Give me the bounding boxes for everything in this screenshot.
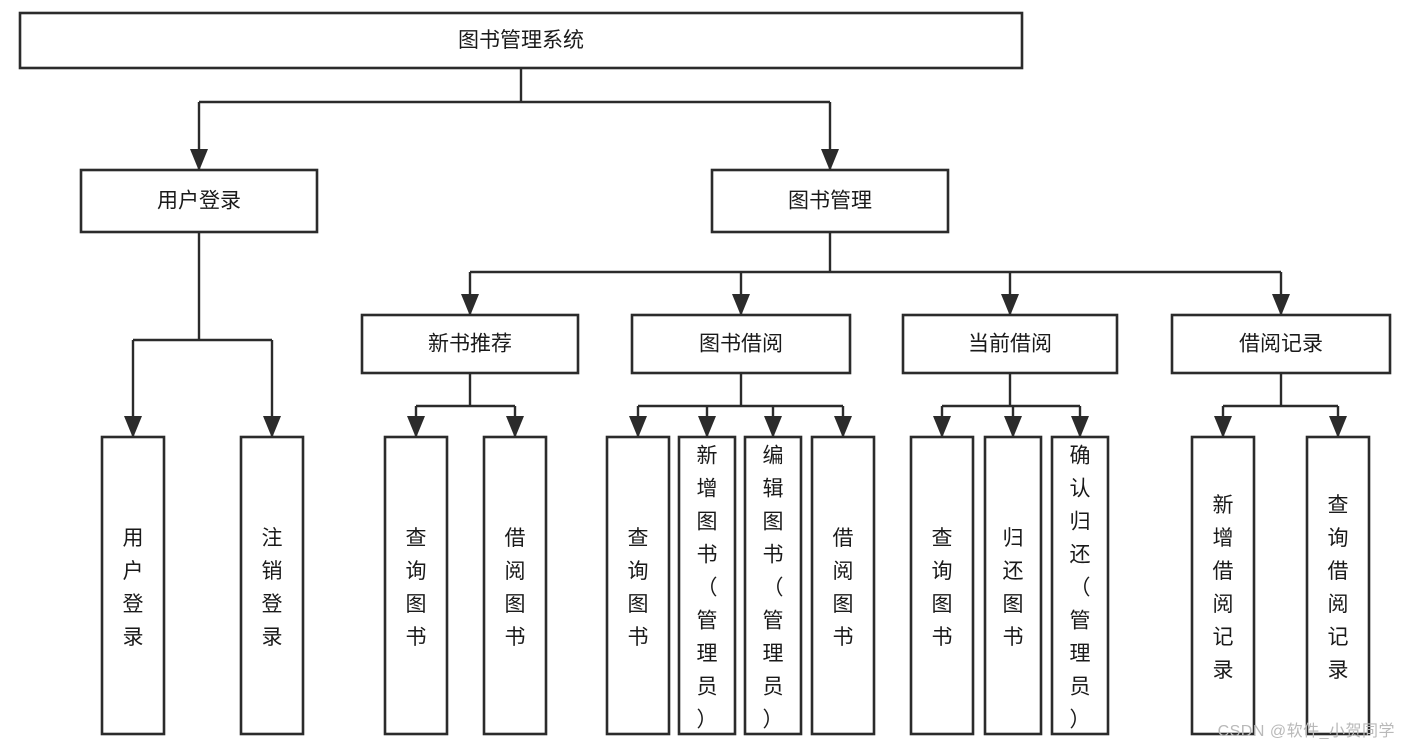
connector-lines [124, 68, 1347, 438]
leaf-node-8[interactable]: 借阅图书 [810, 435, 876, 736]
leaf-node-label: 用户登录 [123, 527, 144, 649]
level2-node-box[interactable] [710, 168, 950, 234]
leaf-node-box[interactable] [810, 435, 876, 736]
leaf-node-box[interactable] [909, 435, 975, 736]
arrow-head-icon [407, 416, 425, 438]
leaf-node-11[interactable]: 确认归还（管理员） [1050, 435, 1110, 736]
level3-node-label: 新书推荐 [428, 333, 512, 356]
leaf-node-9[interactable]: 查询图书 [909, 435, 975, 736]
level3-node-box[interactable] [360, 313, 580, 375]
leaf-node-box[interactable] [1305, 435, 1371, 736]
level3-node-box[interactable] [1170, 313, 1392, 375]
arrow-head-icon [1214, 416, 1232, 438]
leaf-node-label: 归还图书 [1003, 527, 1024, 649]
arrow-head-icon [764, 416, 782, 438]
leaf-node-box[interactable] [239, 435, 305, 736]
arrow-head-icon [1004, 416, 1022, 438]
root-node-box[interactable] [18, 11, 1024, 70]
leaf-node-label: 确认归还（管理员） [1070, 445, 1091, 732]
level3-node-label: 借阅记录 [1239, 333, 1323, 356]
leaf-node-label: 新增借阅记录 [1213, 494, 1234, 682]
arrow-head-icon [1272, 294, 1290, 316]
level2-node-label: 用户登录 [157, 190, 241, 213]
leaf-node-label: 查询图书 [932, 527, 953, 649]
root-node-label: 图书管理系统 [458, 29, 584, 52]
leaf-node-box[interactable] [1190, 435, 1256, 736]
leaf-node-box[interactable] [743, 435, 803, 736]
arrow-head-icon [1329, 416, 1347, 438]
arrow-head-icon [933, 416, 951, 438]
level3-node-2[interactable]: 图书借阅 [630, 313, 852, 375]
leaf-node-label: 新增图书（管理员） [697, 445, 718, 732]
leaf-node-box[interactable] [983, 435, 1043, 736]
arrow-head-icon [461, 294, 479, 316]
leaf-node-7[interactable]: 编辑图书（管理员） [743, 435, 803, 736]
leaf-node-box[interactable] [677, 435, 737, 736]
arrow-head-icon [629, 416, 647, 438]
level3-node-4[interactable]: 借阅记录 [1170, 313, 1392, 375]
level3-node-box[interactable] [901, 313, 1119, 375]
level2-node-2[interactable]: 图书管理 [710, 168, 950, 234]
leaf-node-label: 注销登录 [262, 527, 283, 649]
arrow-head-icon [124, 416, 142, 438]
leaf-node-box[interactable] [383, 435, 449, 736]
arrow-head-icon [263, 416, 281, 438]
level2-node-box[interactable] [79, 168, 319, 234]
level3-node-1[interactable]: 新书推荐 [360, 313, 580, 375]
leaf-node-box[interactable] [100, 435, 166, 736]
leaf-node-3[interactable]: 查询图书 [383, 435, 449, 736]
diagram-nodes: 图书管理系统用户登录图书管理新书推荐图书借阅当前借阅借阅记录用户登录注销登录查询… [18, 11, 1392, 736]
leaf-node-box[interactable] [1050, 435, 1110, 736]
leaf-node-4[interactable]: 借阅图书 [482, 435, 548, 736]
leaf-node-5[interactable]: 查询图书 [605, 435, 671, 736]
leaf-node-label: 借阅图书 [505, 527, 526, 649]
leaf-node-box[interactable] [605, 435, 671, 736]
leaf-node-12[interactable]: 新增借阅记录 [1190, 435, 1256, 736]
arrow-head-icon [732, 294, 750, 316]
leaf-node-label: 查询图书 [628, 527, 649, 649]
watermark-text: CSDN @软件_小贺同学 [1217, 723, 1395, 740]
arrow-head-icon [1071, 416, 1089, 438]
leaf-node-box[interactable] [482, 435, 548, 736]
leaf-node-10[interactable]: 归还图书 [983, 435, 1043, 736]
leaf-node-label: 查询图书 [406, 527, 427, 649]
arrow-head-icon [834, 416, 852, 438]
leaf-node-label: 查询借阅记录 [1328, 494, 1349, 682]
arrow-head-icon [821, 149, 839, 171]
level3-node-label: 当前借阅 [968, 333, 1052, 356]
arrow-head-icon [1001, 294, 1019, 316]
arrow-head-icon [190, 149, 208, 171]
arrow-head-icon [506, 416, 524, 438]
leaf-node-1[interactable]: 用户登录 [100, 435, 166, 736]
leaf-node-label: 借阅图书 [833, 527, 854, 649]
level2-node-1[interactable]: 用户登录 [79, 168, 319, 234]
leaf-node-13[interactable]: 查询借阅记录 [1305, 435, 1371, 736]
leaf-node-label: 编辑图书（管理员） [763, 445, 784, 732]
level2-node-label: 图书管理 [788, 190, 872, 213]
arrow-head-icon [698, 416, 716, 438]
root-node-1[interactable]: 图书管理系统 [18, 11, 1024, 70]
level3-node-box[interactable] [630, 313, 852, 375]
leaf-node-2[interactable]: 注销登录 [239, 435, 305, 736]
level3-node-label: 图书借阅 [699, 333, 783, 356]
leaf-node-6[interactable]: 新增图书（管理员） [677, 435, 737, 736]
level3-node-3[interactable]: 当前借阅 [901, 313, 1119, 375]
